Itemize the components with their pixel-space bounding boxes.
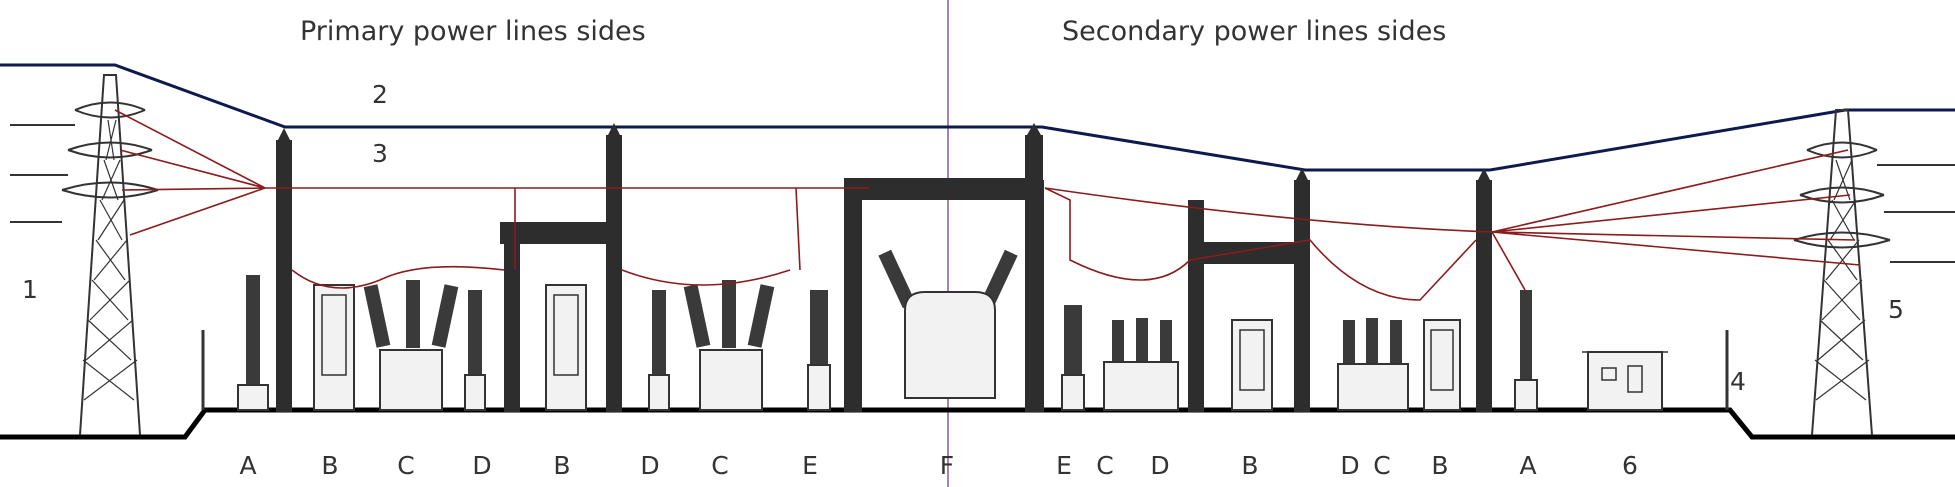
secondary-side-heading: Secondary power lines sides <box>1062 16 1446 47</box>
bottom-label-14: C <box>1373 451 1390 480</box>
gantry-poles <box>276 123 1492 412</box>
label-2: 2 <box>372 80 388 109</box>
bottom-label-11: D <box>1150 451 1169 480</box>
transmission-tower-right <box>1793 109 1955 436</box>
bottom-label-9: E <box>1056 451 1072 480</box>
transmission-tower-left <box>10 74 159 436</box>
primary-side-heading: Primary power lines sides <box>300 16 646 47</box>
bottom-label-0: A <box>239 451 256 480</box>
bottom-label-3: D <box>472 451 491 480</box>
bottom-label-4: B <box>553 451 570 480</box>
bottom-label-16: A <box>1519 451 1536 480</box>
conductors <box>114 109 1861 301</box>
bottom-label-5: D <box>640 451 659 480</box>
shield-wire <box>0 63 1955 172</box>
label-1: 1 <box>22 275 38 304</box>
label-5: 5 <box>1888 295 1904 324</box>
label-3: 3 <box>372 139 388 168</box>
bottom-label-8: F <box>940 451 954 480</box>
bottom-label-7: E <box>802 451 818 480</box>
bottom-label-15: B <box>1431 451 1448 480</box>
label-4: 4 <box>1730 367 1746 396</box>
bottom-label-2: C <box>397 451 414 480</box>
bottom-label-10: C <box>1096 451 1113 480</box>
bottom-label-12: B <box>1241 451 1258 480</box>
equipment <box>237 249 1668 411</box>
ground-line <box>0 407 1955 440</box>
bottom-label-6: C <box>711 451 728 480</box>
bottom-label-17: 6 <box>1622 451 1638 480</box>
bottom-label-13: D <box>1340 451 1359 480</box>
bottom-label-1: B <box>321 451 338 480</box>
